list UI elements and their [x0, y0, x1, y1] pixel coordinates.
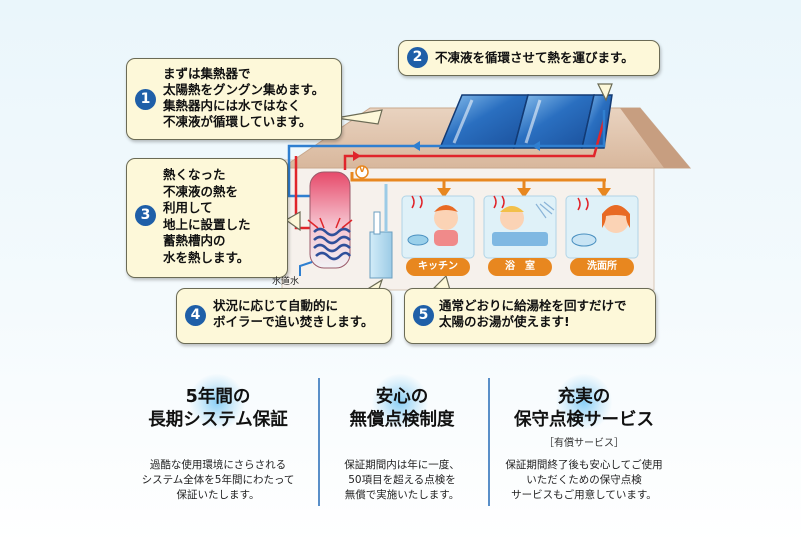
boiler — [369, 184, 393, 279]
room-washroom — [565, 195, 639, 259]
room-kitchen — [401, 195, 475, 259]
step-number-badge: 1 — [135, 89, 156, 110]
callout-text: 状況に応じて自動的に ボイラーで追い焚きします。 — [213, 298, 374, 329]
feature-divider-1 — [318, 378, 320, 506]
feature-title-warranty: 5年間の 長期システム保証 — [148, 387, 288, 430]
callout-circulate-fluid: 2 不凍液を循環させて熱を運びます。 — [398, 40, 660, 76]
solar-collector — [438, 94, 613, 149]
callout-boiler-reheat: 4 状況に応じて自動的に ボイラーで追い焚きします。 — [176, 288, 392, 344]
collector-panel-1 — [438, 94, 529, 149]
callout-text: 熱くなった 不凍液の熱を 利用して 地上に設置した 蓄熱槽内の 水を熱します。 — [163, 167, 251, 265]
callout-text: 通常どおりに給湯栓を回すだけで 太陽のお湯が使えます! — [439, 298, 627, 329]
callout-heat-tank: 3 熱くなった 不凍液の熱を 利用して 地上に設置した 蓄熱槽内の 水を熱します… — [126, 158, 288, 278]
step-number-badge: 2 — [407, 47, 428, 68]
callout-collect-heat: 1 まずは集熱器で 太陽熱をグングン集めます。 集熱器内には水ではなく 不凍液が… — [126, 58, 342, 140]
callout-text: 不凍液を循環させて熱を運びます。 — [435, 50, 634, 65]
feature-body-maintenance: 保証期間終了後も安心してご使用 いただくための保守点検 サービスもご用意していま… — [505, 459, 663, 501]
room-label-washroom: 洗面所 — [570, 258, 634, 276]
feature-title-inspection: 安心の 無償点検制度 — [349, 387, 455, 430]
room-label-kitchen: キッチン — [406, 258, 470, 276]
room-bathroom — [483, 195, 557, 259]
callout-use-hot-water: 5 通常どおりに給湯栓を回すだけで 太陽のお湯が使えます! — [404, 288, 656, 344]
step-number-badge: 5 — [413, 305, 434, 326]
valve-label: V — [359, 165, 366, 174]
feature-divider-2 — [488, 378, 490, 506]
feature-body-warranty: 過酷な使用環境にさらされる システム全体を5年間にわたって 保証いたします。 — [141, 459, 295, 501]
feature-glow-3 — [556, 374, 612, 430]
storage-tank — [307, 171, 353, 269]
water-inlet-pipe — [299, 261, 313, 276]
feature-title-maintenance: 充実の 保守点検サービス — [514, 387, 654, 430]
feature-subtitle-maintenance: ［有償サービス］ — [544, 438, 624, 449]
hot-return-pipe — [294, 156, 312, 230]
room-label-bathroom: 浴 室 — [488, 258, 552, 276]
feature-glow-1 — [189, 374, 245, 430]
valve-icon — [355, 165, 369, 179]
water-supply-label: 水道水 — [272, 277, 300, 287]
feature-glow-2 — [372, 374, 428, 430]
step-number-badge: 4 — [185, 305, 206, 326]
roof-side — [620, 108, 690, 168]
callout-text: まずは集熱器で 太陽熱をグングン集めます。 集熱器内には水ではなく 不凍液が循環… — [163, 66, 325, 129]
hot-fluid-pipe — [343, 119, 606, 170]
step-number-badge: 3 — [135, 205, 156, 226]
hot-water-supply-line — [350, 172, 606, 182]
feature-body-inspection: 保証期間内は年に一度、 50項目を超える点検を 無償で実施いたします。 — [344, 459, 460, 501]
